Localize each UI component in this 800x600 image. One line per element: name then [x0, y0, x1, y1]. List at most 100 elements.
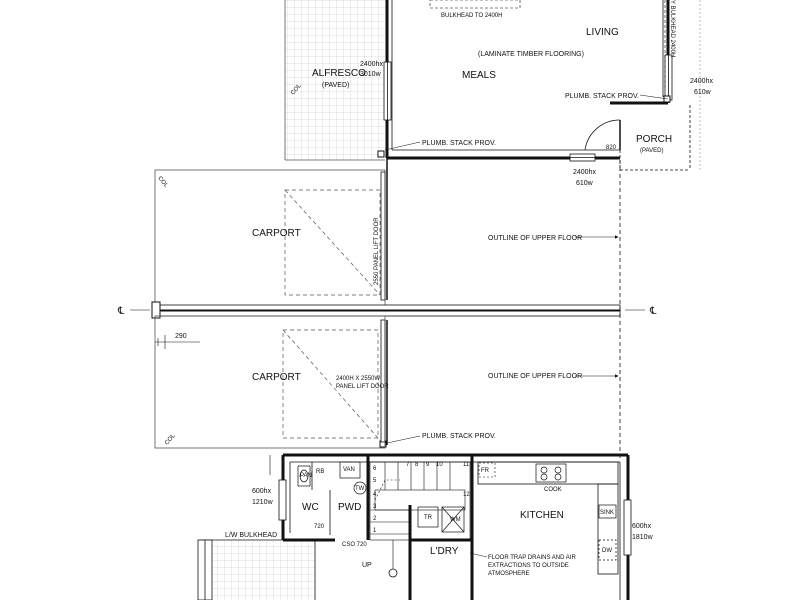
lower-thin-walls: [289, 461, 621, 600]
note-floor-trap-3: ATMOSPHERE: [488, 571, 530, 577]
note-outline-upper-1: OUTLINE OF UPPER FLOOR: [488, 235, 582, 242]
carport-top-door-swing: [284, 189, 381, 296]
living-thin-walls: [391, 0, 664, 151]
fixture-van: VAN: [343, 467, 355, 473]
note-panel-door-1: 2550 PANEL LIFT DOOR: [374, 217, 380, 285]
dim-kitchen-window-h: 600hx: [632, 523, 652, 530]
stair-number: 2: [373, 516, 377, 522]
note-bulkhead-right: Y BULKHEAD 2400H: [669, 0, 675, 57]
room-carport-bottom: CARPORT: [252, 372, 301, 383]
fridge: [478, 462, 496, 478]
lower-walls: [281, 453, 630, 600]
living-window-right: [664, 54, 673, 101]
stair-number: 3: [373, 504, 377, 510]
dim-alfresco-h: 2400hx: [360, 61, 383, 68]
dim-window-mid-h: 2400hx: [573, 169, 596, 176]
stair-number: 9: [426, 462, 430, 468]
centerline-left: ℄: [117, 306, 125, 317]
stair-number: 5: [373, 478, 377, 484]
fixture-tw: TW: [355, 486, 365, 492]
room-wc: WC: [302, 502, 319, 513]
kitchen-window: [623, 499, 632, 556]
stair-number: 8: [415, 462, 419, 468]
dim-wc-720: 720: [314, 524, 325, 530]
dim-cso-720: CSO 720: [342, 542, 367, 548]
plumb-stack-box-1: [377, 150, 385, 158]
dimension-290: [155, 335, 200, 349]
living-walls: [385, 0, 670, 160]
dim-window-right-w: 610w: [694, 89, 712, 96]
stair-numbers: 1 2 3 4 5 6 7 8 9 10 11 12: [373, 462, 470, 534]
carport-bottom-door: [380, 319, 386, 443]
room-porch-sub: (PAVED): [640, 148, 663, 154]
dim-window-mid-w: 610w: [576, 180, 594, 187]
wc-fixtures: [297, 461, 367, 495]
dim-wc-window-h: 600hx: [252, 488, 272, 495]
fixture-dw: DW: [602, 548, 612, 554]
lw-paving: [200, 540, 315, 600]
dim-wc-window-w: 1210w: [252, 499, 274, 506]
room-kitchen: KITCHEN: [520, 510, 564, 521]
bulkhead-outline: [429, 0, 521, 9]
note-lw-bulkhead: L/W BULKHEAD: [225, 532, 277, 539]
fixture-rb: RB: [316, 469, 324, 475]
kitchen-bench: [477, 461, 619, 575]
alfresco-outline: [284, 0, 385, 161]
fixture-tr: TR: [424, 515, 433, 521]
carport-top-outline: [154, 169, 386, 311]
dishwasher: [598, 539, 617, 561]
room-pwd: PWD: [338, 502, 361, 513]
dim-290: 290: [175, 333, 187, 340]
sink: [598, 504, 617, 519]
stair-number: 7: [406, 462, 410, 468]
fixture-cook: COOK: [544, 487, 562, 493]
fixture-sink: SINK: [600, 510, 614, 516]
note-floor-trap-1: FLOOR TRAP DRAINS AND AIR: [488, 555, 576, 561]
stairs: [369, 461, 471, 541]
room-alfresco-sub: (PAVED): [322, 82, 349, 89]
label-up: UP: [362, 562, 372, 569]
fixture-pan: PAN: [300, 473, 312, 479]
room-living: LIVING: [586, 27, 619, 38]
lw-bulkhead: [197, 539, 316, 600]
note-plumb-stack-3: PLUMB. STACK PROV.: [422, 433, 496, 440]
note-flooring: (LAMINATE TIMBER FLOORING): [478, 51, 584, 58]
note-floor-trap-2: EXTRACTIONS TO OUTSIDE: [488, 563, 569, 569]
stair-number: 12: [463, 492, 470, 498]
carport-bottom-door-swing: [282, 329, 379, 439]
room-meals: MEALS: [462, 70, 496, 81]
note-panel-door-2a: 2400H X 2550W: [336, 376, 380, 382]
living-window-mid: [569, 153, 596, 162]
stair-number: 6: [373, 466, 377, 472]
dim-kitchen-window-w: 1810w: [632, 534, 654, 541]
note-outline-upper-2: OUTLINE OF UPPER FLOOR: [488, 373, 582, 380]
note-panel-door-2b: PANEL LIFT DOOR: [336, 384, 389, 390]
dim-door-820: 820: [606, 145, 617, 151]
dim-alfresco-w: 3010w: [360, 71, 382, 78]
centerline-right: ℄: [649, 306, 657, 317]
col-label-3: COL: [164, 433, 177, 447]
note-plumb-stack-1: PLUMB. STACK PROV.: [422, 140, 496, 147]
stair-number: 10: [436, 462, 443, 468]
room-ldry: L'DRY: [430, 546, 459, 557]
dim-window-right-h: 2400hx: [690, 78, 713, 85]
wc-window: [278, 479, 287, 521]
note-plumb-stack-2: PLUMB. STACK PROV.: [565, 93, 639, 100]
note-bulkhead-top: BULKHEAD TO 2400H: [441, 13, 502, 19]
fixture-wm: WM: [450, 517, 461, 523]
carport-top-door: [380, 171, 386, 301]
alfresco-paving: [285, 0, 385, 160]
laundry-fixtures: [417, 506, 465, 533]
fixture-fr: FR: [481, 468, 490, 474]
stair-number: 4: [373, 492, 377, 498]
col-label-2: COL: [156, 176, 169, 190]
cooktop: [535, 463, 567, 483]
stair-number: 11: [463, 462, 470, 468]
room-porch: PORCH: [636, 134, 672, 145]
up-marker: [388, 568, 398, 578]
stair-number: 1: [373, 528, 377, 534]
room-carport-top: CARPORT: [252, 228, 301, 239]
room-alfresco: ALFRESCO: [312, 68, 366, 79]
alfresco-window: [383, 61, 392, 121]
